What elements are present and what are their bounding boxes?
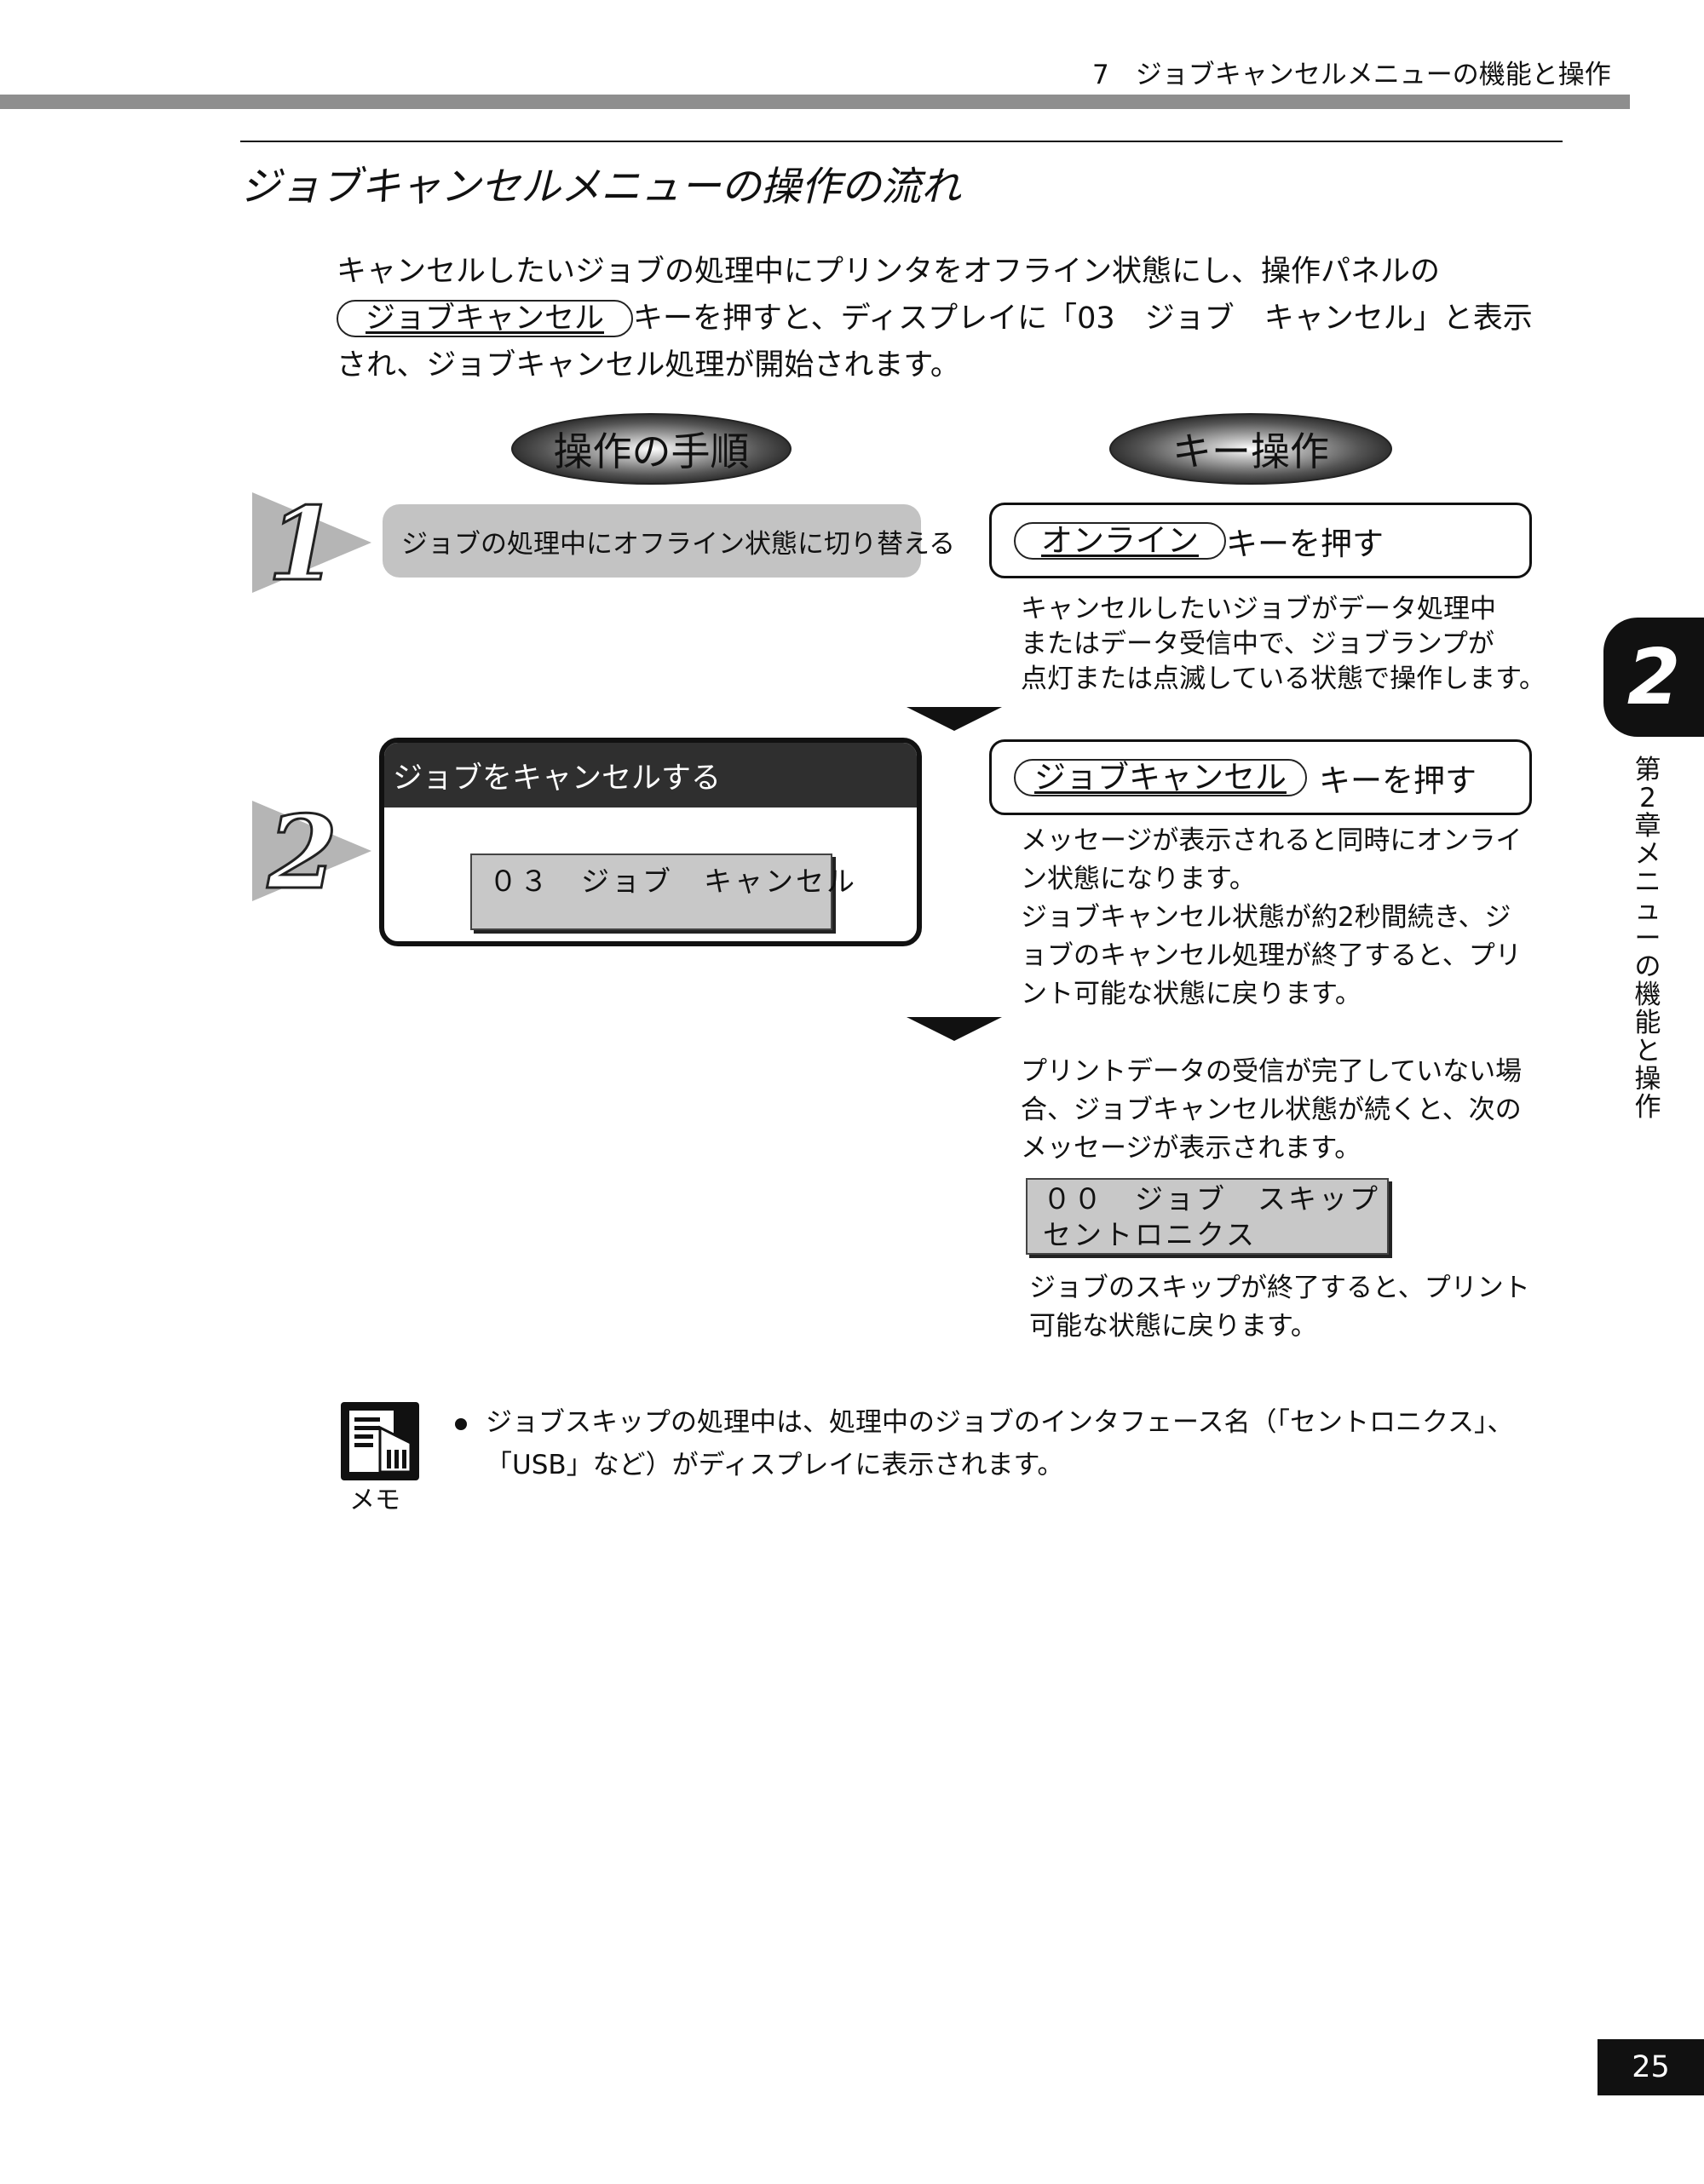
step-2-number: 2 — [266, 793, 338, 911]
step-1-arrow-icon — [252, 492, 371, 593]
bullet-icon — [455, 1418, 467, 1430]
online-key-label: オンライン — [1014, 521, 1226, 560]
section-title: ジョブキャンセルメニューの操作の流れ — [240, 164, 961, 210]
skip-after-description: ジョブのスキップが終了すると、プリント 可能な状態に戻ります。 — [1029, 1273, 1530, 1342]
step-2-panel: ジョブをキャンセルする ０３ ジョブ キャンセル — [379, 738, 922, 946]
memo-label: メモ — [349, 1486, 400, 1515]
online-key-suffix: キーを押す — [1226, 525, 1384, 562]
memo-text: ジョブスキップの処理中は、処理中のジョブのインタフェース名（「セントロニクス」、… — [486, 1407, 1514, 1480]
online-key-box: オンライン キーを押す — [989, 503, 1532, 578]
step-2-description: メッセージが表示されると同時にオンライ ン状態になります。 ジョブキャンセル状態… — [1021, 825, 1523, 1009]
skip-description: プリントデータの受信が完了していない場 合、ジョブキャンセル状態が続くと、次の … — [1021, 1056, 1523, 1164]
intro-line-2-text: キーを押すと、ディスプレイに「03 ジョブ キャンセル」と表示 — [633, 302, 1533, 336]
procedure-heading: 操作の手順 — [511, 413, 792, 485]
display-job-cancel: ０３ ジョブ キャンセル — [470, 853, 855, 930]
intro-line-1: キャンセルしたいジョブの処理中にプリンタをオフライン状態にし、操作パネルの — [337, 255, 1441, 289]
intro-line-2: ジョブキャンセルキーを押すと、ディスプレイに「03 ジョブ キャンセル」と表示 — [337, 294, 1533, 337]
chapter-tab: 2 — [1603, 618, 1704, 737]
key-operation-heading: キー操作 — [1109, 413, 1392, 485]
step-2-action: ジョブをキャンセルする — [384, 743, 917, 808]
job-cancel-key-box: ジョブキャンセル キーを押す — [989, 739, 1532, 815]
step-1-number: 1 — [266, 485, 338, 603]
memo-icon — [341, 1402, 419, 1480]
step-2-arrow-icon — [252, 801, 371, 901]
job-cancel-key-suffix: キーを押す — [1319, 762, 1477, 799]
down-arrow-icon — [907, 707, 1002, 731]
header-bar — [0, 95, 1630, 109]
intro-line-3: され、ジョブキャンセル処理が開始されます。 — [337, 348, 960, 382]
job-cancel-key-label: ジョブキャンセル — [337, 300, 634, 337]
running-header: 7 ジョブキャンセルメニューの機能と操作 — [1092, 60, 1611, 90]
page-number: 25 — [1598, 2039, 1704, 2095]
job-cancel-key-label-step: ジョブキャンセル — [1014, 758, 1307, 796]
display-job-skip: ００ ジョブ スキップ セントロニクス — [1026, 1178, 1389, 1255]
step-1-description: キャンセルしたいジョブがデータ処理中 またはデータ受信中で、ジョブランプが 点灯… — [1021, 594, 1546, 694]
step-1-action: ジョブの処理中にオフライン状態に切り替える — [383, 504, 955, 578]
title-rule — [240, 141, 1563, 142]
chapter-label: 第2章 メニューの機能と操作 — [1634, 755, 1688, 1123]
down-arrow-icon — [907, 1017, 1002, 1041]
